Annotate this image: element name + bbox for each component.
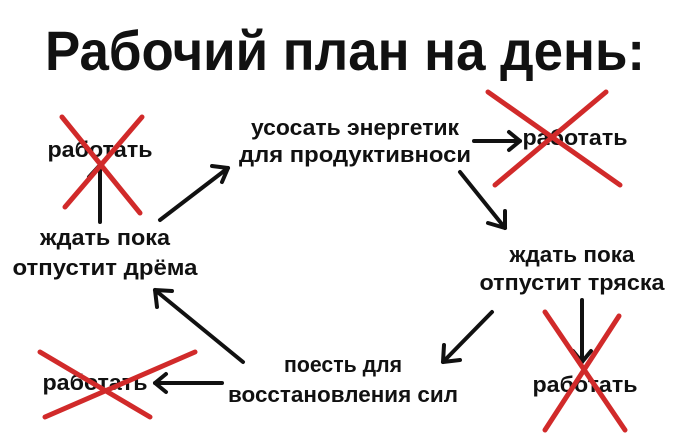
work-label-bottom-right: работать: [533, 372, 638, 397]
energy-label-line2: для продуктивноси: [239, 142, 471, 167]
red-cross-bottom-left: [37, 349, 198, 420]
page-title: Рабочий план на день:: [45, 19, 645, 82]
work-label-top-left: работать: [48, 137, 153, 162]
nap-label-line2: отпустит дрёма: [13, 255, 199, 280]
branch-arrow-eat-to-work: [153, 372, 224, 394]
cycle-arrow-energy-to-shake: [458, 170, 507, 230]
cycle-arrow-nap-to-energy: [158, 164, 230, 222]
red-cross-bottom-right: [542, 309, 628, 433]
nap-label-line1: ждать пока: [39, 225, 171, 250]
shake-label-line1: ждать пока: [508, 242, 635, 267]
shake-label-line2: отпустит тряска: [480, 270, 666, 295]
cycle-arrow-shake-to-eat: [441, 310, 494, 364]
eat-label-line1: поесть для: [284, 352, 402, 377]
red-cross-top-left: [59, 114, 145, 216]
eat-label-line2: восстановления сил: [228, 382, 458, 407]
branch-arrow-shake-to-work: [571, 298, 593, 364]
red-cross-top-right: [485, 89, 623, 188]
branch-arrow-energy-to-work: [472, 130, 522, 152]
energy-label-line1: усосать энергетик: [251, 115, 460, 140]
cycle-arrow-eat-to-nap: [153, 288, 245, 364]
